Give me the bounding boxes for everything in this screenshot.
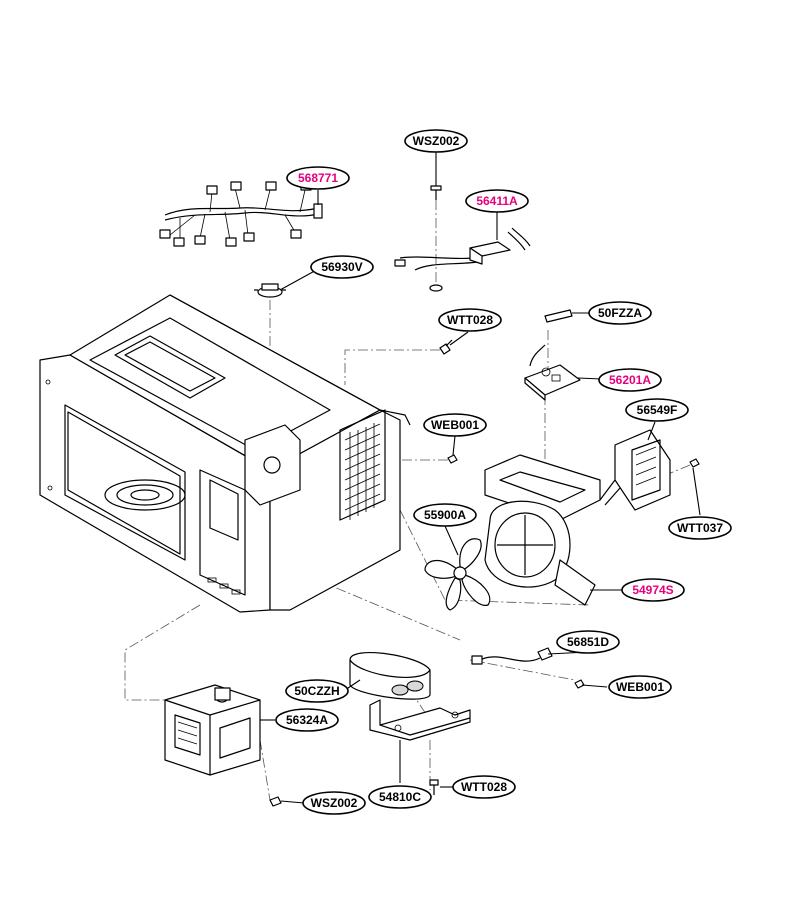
callout-54974s: 54974S: [621, 578, 685, 602]
part-number-label: 55900A: [424, 508, 466, 522]
fan-motor-56549f: [599, 429, 700, 511]
part-number-label: 56930V: [321, 260, 362, 274]
callout-55900a: 55900A: [413, 503, 477, 527]
callout-bubble: [413, 503, 477, 527]
callout-56324a: 56324A: [275, 708, 339, 732]
bracket-54810c: [369, 699, 471, 741]
screw-web001-low: [574, 679, 585, 689]
callout-bubble: [465, 189, 529, 213]
thermostat-56930v: [254, 283, 286, 298]
callout-bubble: [625, 398, 689, 422]
callout-56549f: 56549F: [625, 398, 689, 422]
part-number-label: 50FZZA: [598, 306, 642, 320]
screw-wsz002-top: [430, 185, 442, 200]
part-number-label: 56851D: [567, 635, 609, 649]
callout-bubble: [556, 630, 620, 654]
fuse-assembly-56411a: [394, 227, 531, 292]
magnetron-56324a: [164, 684, 261, 776]
callout-bubble: [302, 791, 366, 815]
part-number-label: WEB001: [431, 418, 479, 432]
callout-bubble: [608, 675, 672, 699]
capacitor-50czzh: [349, 651, 431, 700]
screw-wtt028-low: [429, 779, 439, 795]
callout-wsz002-top: WSZ002: [404, 129, 468, 153]
callouts: WSZ002 568771 56411A 56930V WTT028 50FZZA 5620…: [275, 129, 732, 815]
callout-bubble: [286, 166, 350, 190]
part-number-label: WSZ002: [413, 134, 460, 148]
part-number-label: WEB001: [616, 680, 664, 694]
part-number-label: WTT028: [461, 780, 507, 794]
callout-bubble: [310, 255, 374, 279]
fan-duct-54974s: [484, 454, 601, 606]
callout-wtt037: WTT037: [668, 516, 732, 540]
part-number-label: 568771: [298, 171, 338, 185]
part-number-label: WTT028: [447, 313, 493, 327]
callout-wtt028-low: WTT028: [452, 775, 516, 799]
callout-56411a: 56411A: [465, 189, 529, 213]
callout-bubble: [621, 578, 685, 602]
callout-bubble: [668, 516, 732, 540]
callout-web001-mid: WEB001: [423, 413, 487, 437]
callout-56930v: 56930V: [310, 255, 374, 279]
part-number-label: 56201A: [609, 373, 651, 387]
callout-50fzza: 50FZZA: [588, 301, 652, 325]
callout-bubble: [275, 708, 339, 732]
callout-54810c: 54810C: [368, 785, 432, 809]
part-number-label: 54810C: [379, 790, 421, 804]
screw-wtt028-top: [439, 339, 453, 355]
callout-bubble: [404, 129, 468, 153]
callout-bubble: [368, 785, 432, 809]
pcb-56201a: [524, 344, 581, 401]
callout-wtt028-top: WTT028: [438, 308, 502, 332]
part-number-label: WTT037: [677, 521, 723, 535]
screw-web001-mid: [447, 454, 458, 464]
callout-bubble: [588, 301, 652, 325]
part-number-label: 56411A: [476, 194, 518, 208]
callout-bubble: [452, 775, 516, 799]
callout-bubble: [285, 679, 349, 703]
callout-wsz002-low: WSZ002: [302, 791, 366, 815]
wire-harness-568771: [159, 181, 323, 247]
sensor-wire-56851d: [471, 647, 553, 665]
callout-50czzh: 50CZZH: [285, 679, 349, 703]
cavity-assembly: [39, 294, 411, 613]
callout-bubble: [598, 368, 662, 392]
callout-568771: 568771: [286, 166, 350, 190]
part-number-label: 56324A: [286, 713, 328, 727]
pin-50fzza: [544, 309, 573, 323]
callout-56201a: 56201A: [598, 368, 662, 392]
part-number-label: 56549F: [637, 403, 678, 417]
callout-bubble: [438, 308, 502, 332]
screw-wsz002-low: [269, 796, 282, 807]
callout-bubble: [423, 413, 487, 437]
callout-web001-low: WEB001: [608, 675, 672, 699]
part-number-label: WSZ002: [311, 796, 358, 810]
callout-56851d: 56851D: [556, 630, 620, 654]
fan-blade-55900a: [424, 538, 491, 611]
part-number-label: 54974S: [632, 583, 673, 597]
part-number-label: 50CZZH: [294, 684, 339, 698]
